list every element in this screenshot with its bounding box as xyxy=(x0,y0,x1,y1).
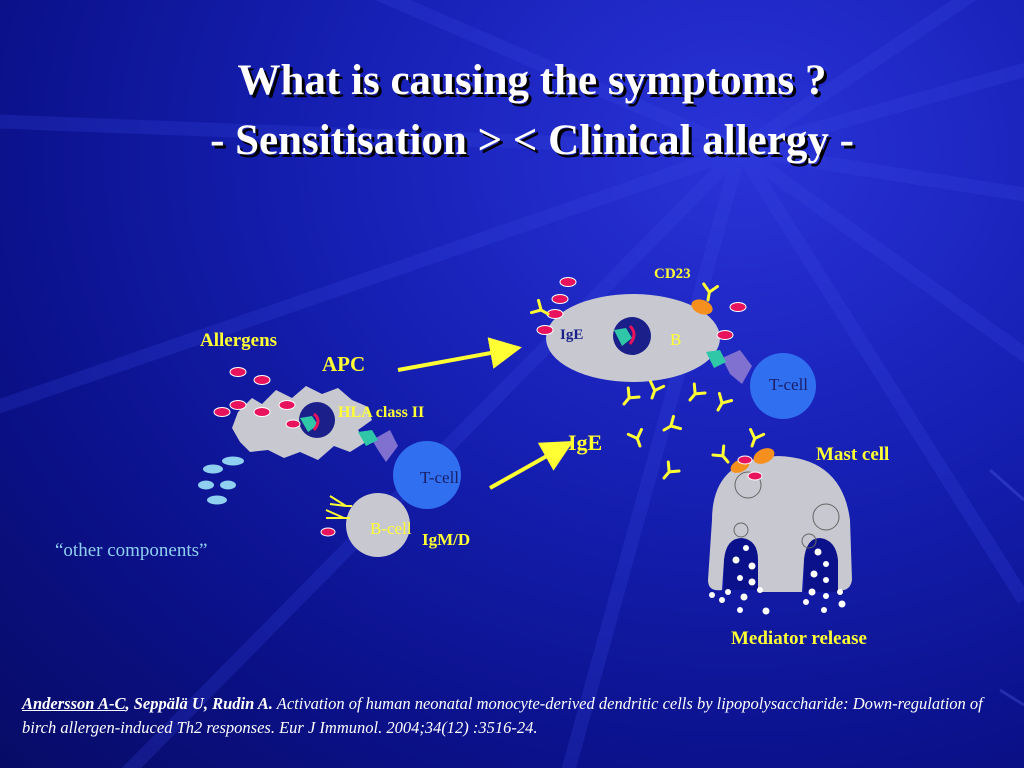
tcr-icon xyxy=(372,430,398,462)
other-component-dot xyxy=(220,480,236,490)
ige-antibody-icon xyxy=(643,380,666,402)
b-cell-receptor-icon xyxy=(614,328,632,346)
reference-first-author[interactable]: Andersson A-C xyxy=(22,694,126,713)
reference-citation: Andersson A-C, Seppälä U, Rudin A. Activ… xyxy=(22,692,1007,740)
cd23-receptor-icon xyxy=(691,299,713,315)
igm-d-label: IgM/D xyxy=(422,530,471,549)
slide-title-line2: - Sensitisation > < Clinical allergy - xyxy=(210,117,854,164)
ige-antibody-icon xyxy=(626,428,649,450)
granule-icon xyxy=(812,503,840,531)
t-cell-left-label: T-cell xyxy=(420,468,460,487)
allergen-dot xyxy=(320,527,336,537)
allergen-dot xyxy=(559,277,577,287)
ige-antibody-icon xyxy=(659,414,682,438)
allergen-dot xyxy=(253,407,271,417)
b-cell-left xyxy=(346,493,410,557)
granule-icon xyxy=(801,533,817,549)
apc-label: APC xyxy=(322,352,366,376)
allergen-dot xyxy=(229,400,247,410)
ige-antibody-icon xyxy=(710,392,734,415)
hla-receptor-icon xyxy=(706,350,726,368)
granule-icon xyxy=(733,522,749,538)
hla-class-ii-label: HLA class II xyxy=(338,404,425,421)
allergen-dot xyxy=(747,471,763,481)
ige-antibody-icon xyxy=(699,282,719,303)
ige-antibody-icon xyxy=(743,428,766,450)
allergen-dot xyxy=(716,330,734,340)
allergens-label: Allergens xyxy=(200,330,278,351)
ige-antibody-icon xyxy=(657,460,681,484)
igm-antibody-icon xyxy=(325,509,350,519)
allergen-dot xyxy=(536,325,554,335)
other-component-dot xyxy=(203,464,223,474)
reference-other-authors: Seppälä U, Rudin A. xyxy=(129,694,273,713)
apc-receptor-hook-icon xyxy=(312,412,320,431)
cd23-label: CD23 xyxy=(654,266,691,282)
allergen-dot xyxy=(737,455,753,465)
mediator-dots xyxy=(709,545,846,615)
t-cell-right xyxy=(750,353,816,419)
b-inner-label: B xyxy=(670,330,682,349)
arrow-apc-to-b xyxy=(397,337,522,372)
reference-text: Activation of human neonatal monocyte-de… xyxy=(22,694,983,737)
other-component-dot xyxy=(207,495,227,505)
allergen-dot xyxy=(278,400,296,410)
mast-cell-label: Mast cell xyxy=(816,444,890,465)
ige-antibody-icon xyxy=(617,386,641,410)
reference-separator: , xyxy=(125,694,130,713)
apc-receptor-icon xyxy=(300,416,318,432)
t-cell-right-label: T-cell xyxy=(769,375,809,394)
allergen-dot xyxy=(253,375,271,385)
t-cell-left xyxy=(393,441,461,509)
ige-inner-label: IgE xyxy=(560,327,584,343)
cd23-receptor-icon xyxy=(753,448,775,464)
allergen-dot xyxy=(729,302,747,312)
b-cell-left-label: B-cell xyxy=(370,519,412,538)
slide-title-line1: What is causing the symptoms ? xyxy=(237,57,827,104)
other-components-label: “other components” xyxy=(55,540,208,561)
arrow-b-to-ige xyxy=(489,441,574,490)
ige-antibody-icon xyxy=(711,444,735,468)
igm-antibody-icon xyxy=(329,495,352,507)
ige-label: IgE xyxy=(568,430,603,455)
other-component-dot xyxy=(198,480,214,490)
allergen-dot xyxy=(229,367,247,377)
allergen-dot xyxy=(551,294,569,304)
b-cell-receptor-hook-icon xyxy=(628,324,636,345)
hla-receptor-icon xyxy=(358,430,378,446)
ige-antibody-icon xyxy=(683,382,707,406)
mast-cell-pocket xyxy=(804,538,838,592)
tcr-icon xyxy=(722,350,752,384)
mediator-release-label: Mediator release xyxy=(731,628,867,649)
allergen-dot xyxy=(285,419,301,429)
other-component-dot xyxy=(222,456,244,466)
allergen-dot xyxy=(213,407,231,417)
mast-cell-pocket xyxy=(724,538,758,590)
